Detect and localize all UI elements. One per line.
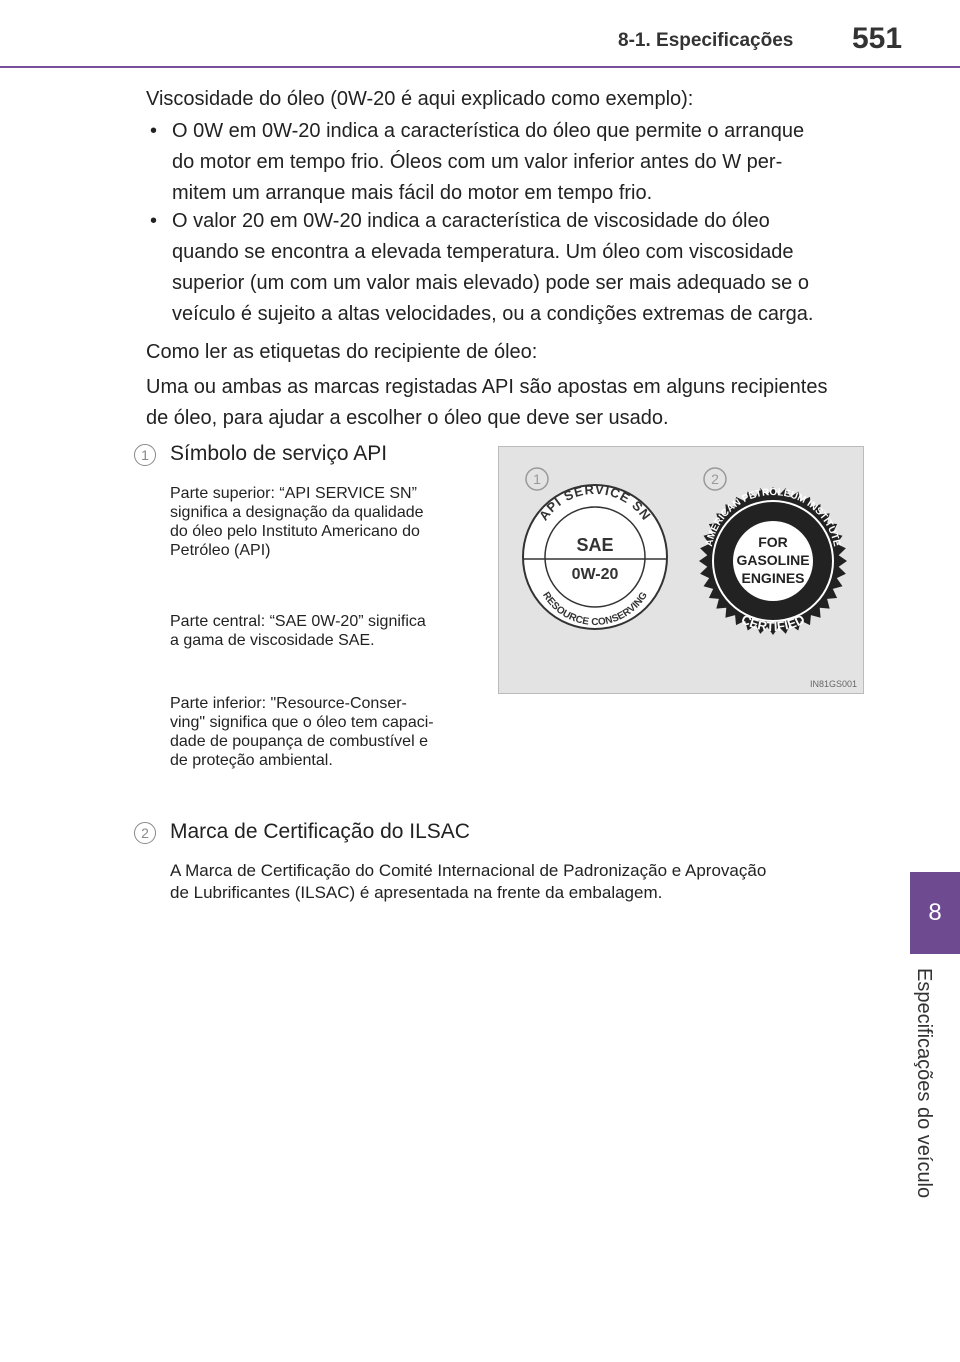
bullet-line: do motor em tempo frio. Óleos com um val…	[172, 151, 783, 173]
ilsac-center-line: FOR	[758, 534, 788, 550]
item-number-1: 1	[134, 444, 156, 466]
bullet-item-2: • O valor 20 em 0W-20 indica a caracterí…	[150, 206, 862, 330]
oil-symbols-illustration: 1 2 API SERVICE SN RESOURCE CONSERVING S…	[522, 467, 847, 635]
api-center-grade: 0W-20	[572, 566, 619, 583]
ilsac-center-line: GASOLINE	[736, 552, 809, 568]
oil-symbols-figure: 1 2 API SERVICE SN RESOURCE CONSERVING S…	[498, 446, 864, 694]
desc-line: ving" significa que o óleo tem capaci-	[170, 714, 434, 731]
svg-text:1: 1	[533, 471, 541, 487]
desc-line: Parte central: “SAE 0W-20” significa	[170, 613, 426, 630]
paragraph-line: Uma ou ambas as marcas registadas API sã…	[146, 376, 828, 398]
item1-desc-center: Parte central: “SAE 0W-20” significa a g…	[170, 612, 482, 650]
chapter-label: Especificações do veículo	[913, 968, 935, 1199]
bullet-marker: •	[150, 210, 158, 232]
desc-line: significa a designação da qualidade	[170, 504, 424, 521]
desc-line: do óleo pelo Instituto Americano do	[170, 523, 420, 540]
section-title: 8-1. Especificações	[618, 30, 794, 51]
bullet-line: mitem um arranque mais fácil do motor em…	[172, 182, 653, 204]
bullet-item-1: • O 0W em 0W-20 indica a característica …	[150, 116, 862, 209]
intro-paragraph: Uma ou ambas as marcas registadas API sã…	[146, 372, 856, 434]
bullet-line: superior (um com um valor mais elevado) …	[172, 272, 809, 294]
bullet-line: veículo é sujeito a altas velocidades, o…	[172, 303, 814, 325]
desc-line: Parte inferior: "Resource-Conser-	[170, 695, 407, 712]
item2-title: Marca de Certificação do ILSAC	[170, 820, 470, 843]
header-divider	[0, 66, 960, 68]
desc-line: a gama de viscosidade SAE.	[170, 632, 375, 649]
intro-text: Viscosidade do óleo (0W-20 é aqui explic…	[146, 88, 694, 110]
chapter-tab: 8	[910, 872, 960, 954]
ilsac-certification-mark: AMERICAN PETROLEUM INSTITUTE CERTIFIED F…	[699, 487, 847, 635]
svg-text:2: 2	[711, 471, 719, 487]
bullet-line: O valor 20 em 0W-20 indica a característ…	[172, 210, 770, 232]
figure-code: IN81GS001	[809, 679, 857, 689]
item1-desc-bottom: Parte inferior: "Resource-Conser- ving" …	[170, 694, 482, 770]
desc-line: Petróleo (API)	[170, 542, 271, 559]
page-number: 551	[852, 22, 903, 55]
desc-line: de proteção ambiental.	[170, 752, 333, 769]
item1-title: Símbolo de serviço API	[170, 442, 388, 465]
figure-label-2: 2	[703, 467, 727, 491]
ilsac-center-line: ENGINES	[741, 570, 804, 586]
figure-label-1: 1	[525, 467, 549, 491]
api-center-sae: SAE	[576, 535, 613, 555]
item2-desc: A Marca de Certificação do Comité Intern…	[170, 860, 870, 904]
desc-line: de Lubrificantes (ILSAC) é apresentada n…	[170, 883, 663, 902]
item-number-2: 2	[134, 822, 156, 844]
bullet-line: quando se encontra a elevada temperatura…	[172, 241, 794, 263]
ilsac-bottom-text: CERTIFIED	[739, 611, 807, 634]
desc-line: Parte superior: “API SERVICE SN”	[170, 485, 417, 502]
bullet-marker: •	[150, 120, 158, 142]
paragraph-line: de óleo, para ajudar a escolher o óleo q…	[146, 407, 669, 429]
desc-line: dade de poupança de combustível e	[170, 733, 428, 750]
desc-line: A Marca de Certificação do Comité Intern…	[170, 861, 767, 880]
bullet-line: O 0W em 0W-20 indica a característica do…	[172, 120, 805, 142]
svg-text:CERTIFIED: CERTIFIED	[739, 611, 807, 634]
item1-desc-top: Parte superior: “API SERVICE SN” signifi…	[170, 484, 482, 560]
api-service-symbol: API SERVICE SN RESOURCE CONSERVING SAE 0…	[522, 482, 668, 630]
how-to-read-heading: Como ler as etiquetas do recipiente de ó…	[146, 341, 538, 363]
